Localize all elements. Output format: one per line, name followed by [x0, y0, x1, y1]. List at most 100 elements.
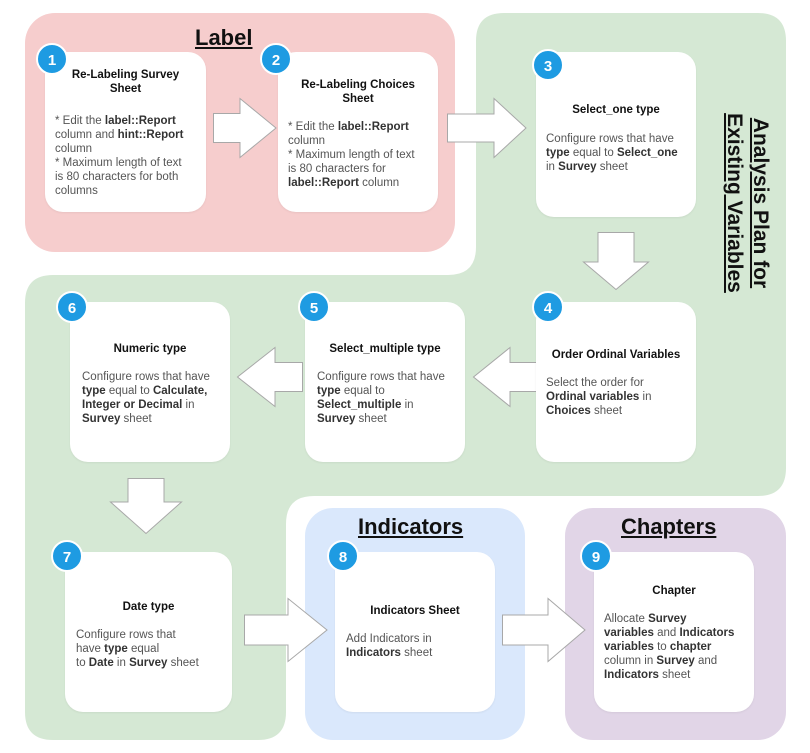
description-text: * Edit the — [55, 115, 105, 127]
step-title: Select_one type — [572, 104, 660, 116]
step-title: Re-Labeling Survey Sheet — [71, 69, 180, 96]
step-number-badge: 6 — [56, 291, 88, 323]
step-title: Re-Labeling Choices Sheet — [301, 79, 415, 106]
description-emphasis: Select_multiple — [317, 399, 402, 412]
description-emphasis: chapter — [669, 641, 712, 654]
description-line: is 80 characters for — [288, 162, 436, 176]
arrow-4-to-5 — [472, 346, 537, 408]
description-text: Configure rows that have — [317, 371, 445, 383]
description-line: column and hint::Report — [55, 128, 205, 142]
chapters-heading: Chapters — [621, 514, 717, 539]
description-line: type equal to Select_one — [546, 146, 694, 160]
arrow-8-to-9 — [502, 597, 586, 663]
description-emphasis: Survey — [648, 613, 687, 625]
step-number-badge: 5 — [298, 291, 330, 323]
description-text: column — [288, 135, 326, 148]
arrow-5-to-6 — [236, 346, 303, 408]
description-line: Configure rows that have — [546, 132, 694, 146]
description-text: column — [358, 177, 400, 190]
step-title: Order Ordinal Variables — [551, 349, 681, 361]
step-title: Select_multiple type — [329, 343, 441, 355]
step-title: Indicators Sheet — [370, 605, 460, 617]
step-card-5: Select_multiple type Configure rows that… — [305, 302, 465, 462]
step-card-2: Re-Labeling Choices Sheet * Edit the lab… — [278, 52, 438, 212]
description-emphasis: variables — [604, 641, 654, 654]
description-line: * Edit the label::Report — [55, 114, 205, 128]
description-text: equal to — [340, 385, 385, 398]
description-text: equal to — [569, 147, 617, 160]
description-text: equal — [127, 643, 160, 656]
description-text: to — [76, 657, 89, 670]
description-emphasis: Indicators — [346, 647, 401, 660]
description-line: column in Survey and — [604, 654, 752, 668]
description-line: Configure rows that — [76, 628, 226, 642]
description-line: variables to chapter — [604, 640, 752, 654]
description-text: columns — [55, 185, 98, 198]
description-text: have — [76, 643, 105, 656]
step-card-3: Select_one type Configure rows that have… — [536, 52, 696, 217]
description-text: in — [113, 657, 130, 670]
step-number-badge: 3 — [532, 49, 564, 81]
description-emphasis: Date — [88, 657, 114, 670]
description-text: sheet — [658, 669, 691, 682]
description-emphasis: Integer or Decimal — [82, 399, 183, 412]
description-text: * Edit the — [288, 121, 338, 133]
description-line: * Edit the label::Report — [288, 120, 436, 134]
description-text: to — [653, 641, 670, 654]
indicators-heading: Indicators — [358, 514, 464, 539]
description-line: in Survey sheet — [546, 160, 694, 174]
description-text: is 80 characters for — [288, 163, 386, 176]
description-text: and — [653, 627, 680, 640]
description-text: sheet — [590, 405, 623, 418]
description-text: sheet — [120, 413, 152, 426]
description-line: Integer or Decimal in — [82, 398, 228, 412]
description-line: Add Indicators in — [346, 632, 492, 646]
arrow-1-to-2 — [213, 97, 277, 159]
description-text: column and — [55, 129, 118, 142]
analysis-plan-heading: Analysis Plan for Existing Variables — [717, 100, 773, 306]
description-line: * Maximum length of text — [55, 156, 205, 170]
step-number-badge: 7 — [51, 540, 83, 572]
step-card-4: Order Ordinal Variables Select the order… — [536, 302, 696, 462]
description-line: Indicators sheet — [604, 668, 752, 682]
description-emphasis: label::Report — [337, 121, 409, 133]
description-text: in — [401, 399, 414, 412]
description-text: column — [55, 143, 93, 156]
description-text: Allocate — [604, 613, 649, 625]
step-number-badge: 8 — [327, 540, 359, 572]
description-emphasis: Survey — [129, 657, 168, 670]
description-text: sheet — [596, 161, 628, 174]
description-text: equal to — [105, 385, 153, 398]
description-emphasis: label::Report — [104, 115, 176, 127]
description-emphasis: Survey — [317, 413, 356, 426]
description-line: Survey sheet — [317, 412, 463, 426]
step-title: Date type — [122, 601, 175, 613]
description-text: * Maximum length of text — [288, 149, 415, 162]
description-text: is 80 characters for both — [55, 171, 179, 184]
description-emphasis: Select_one — [616, 147, 678, 160]
description-line: Configure rows that have — [82, 370, 228, 384]
description-line: Select the order for — [546, 376, 694, 390]
description-line: is 80 characters for both — [55, 170, 205, 184]
description-text: Select the order for — [546, 377, 644, 389]
description-text: sheet — [400, 647, 433, 660]
step-card-1: Re-Labeling Survey Sheet * Edit the labe… — [45, 52, 206, 212]
analysis-plan-heading-text: Analysis Plan for Existing Variables — [723, 113, 772, 293]
step-number-badge: 4 — [532, 291, 564, 323]
description-emphasis: label::Report — [288, 177, 359, 190]
arrow-3-to-4 — [582, 232, 650, 291]
description-emphasis: Choices — [546, 405, 591, 418]
description-line: variables and Indicators — [604, 626, 752, 640]
description-emphasis: Survey — [82, 413, 121, 426]
description-text: in — [639, 391, 652, 404]
description-emphasis: type — [82, 385, 106, 398]
